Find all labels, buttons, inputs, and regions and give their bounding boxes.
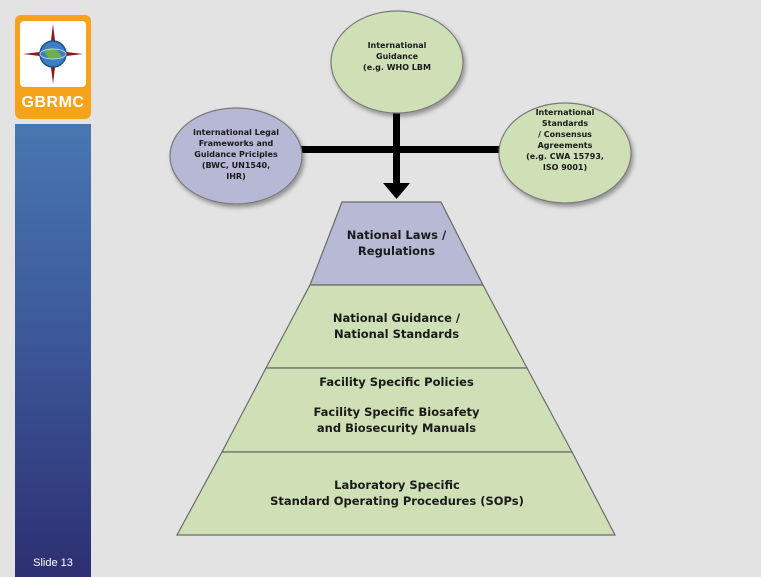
oval-left-line-5: IHR) [226, 172, 246, 181]
tier-3-line-1: Facility Specific Policies [319, 375, 474, 389]
oval-right-line-2: Standards [541, 119, 589, 128]
logo-emblem [20, 21, 86, 87]
oval-left-line-1: International Legal [192, 128, 280, 137]
oval-left-line-4: (BWC, UN1540, [201, 161, 271, 170]
oval-right-line-3: / Consensus [538, 130, 592, 139]
oval-left-label: International Legal Frameworks and Guida… [181, 127, 291, 182]
oval-right-line-4: Agreements [537, 141, 593, 150]
tier-national-laws-label: National Laws / Regulations [310, 227, 483, 259]
logo-text: GBRMC [21, 94, 85, 111]
oval-international-standards [498, 102, 632, 204]
oval-international-legal-frameworks [169, 107, 303, 205]
oval-right-line-6: ISO 9001) [542, 163, 588, 172]
tier-facility-label: Facility Specific Policies Facility Spec… [246, 374, 547, 436]
tier-1-line-2: Regulations [357, 244, 436, 258]
tier-laboratory-sops [175, 451, 616, 536]
tier-2-line-1: National Guidance / [332, 311, 461, 325]
tier-2-line-2: National Standards [333, 327, 460, 341]
tier-4-line-1: Laboratory Specific [334, 478, 460, 492]
down-arrow-head [383, 183, 410, 199]
compass-globe-icon [23, 24, 83, 84]
tier-national-guidance-label: National Guidance / National Standards [280, 310, 513, 342]
oval-top-line-3: (e.g. WHO LBM [363, 63, 431, 72]
tier-3-spacer [246, 390, 547, 404]
tier-4-line-2: Standard Operating Procedures (SOPs) [270, 494, 524, 508]
sidebar-bar: Slide 13 [15, 124, 91, 577]
tier-3-line-3: and Biosecurity Manuals [316, 421, 477, 435]
gbrmc-logo: GBRMC [15, 15, 91, 119]
oval-left-line-2: Frameworks and [198, 139, 274, 148]
oval-right-line-5: (e.g. CWA 15793, [526, 152, 604, 161]
vertical-connector [393, 112, 400, 184]
tier-laboratory-label: Laboratory Specific Standard Operating P… [212, 477, 582, 509]
tier-1-line-1: National Laws / [346, 228, 447, 242]
oval-left-line-3: Guidance Priciples [194, 150, 278, 159]
oval-top-line-2: Guidance [376, 52, 418, 61]
oval-top-line-1: International [367, 41, 427, 50]
oval-international-guidance [330, 10, 464, 114]
tier-3-line-2: Facility Specific Biosafety [313, 405, 480, 419]
oval-right-line-1: International [535, 108, 595, 117]
oval-top-label: International Guidance (e.g. WHO LBM [347, 40, 447, 73]
oval-right-label: International Standards / Consensus Agre… [510, 107, 620, 173]
slide-number: Slide 13 [33, 557, 73, 569]
